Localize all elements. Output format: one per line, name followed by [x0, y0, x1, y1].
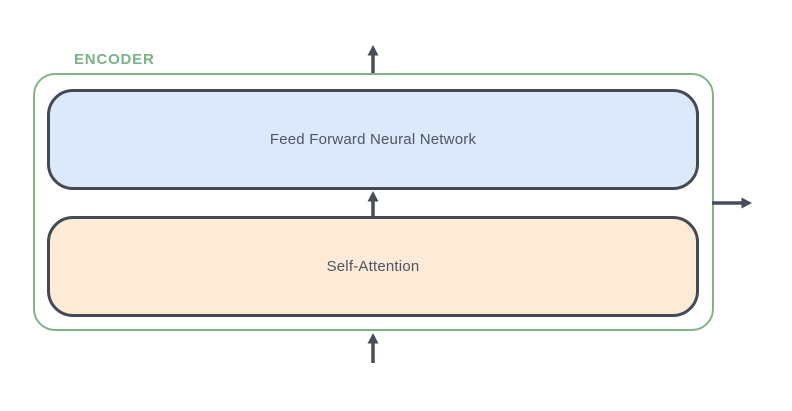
encoder-label: ENCODER [74, 51, 155, 68]
output-right-arrow-icon [712, 197, 752, 209]
feed-forward-block: Feed Forward Neural Network [47, 89, 699, 190]
self-attention-to-feed-forward-arrow-icon [367, 191, 379, 216]
feed-forward-label: Feed Forward Neural Network [269, 131, 477, 148]
input-arrow-icon [367, 333, 379, 363]
self-attention-block: Self-Attention [47, 216, 699, 317]
self-attention-label: Self-Attention [326, 258, 420, 275]
output-top-arrow-icon [367, 45, 379, 73]
